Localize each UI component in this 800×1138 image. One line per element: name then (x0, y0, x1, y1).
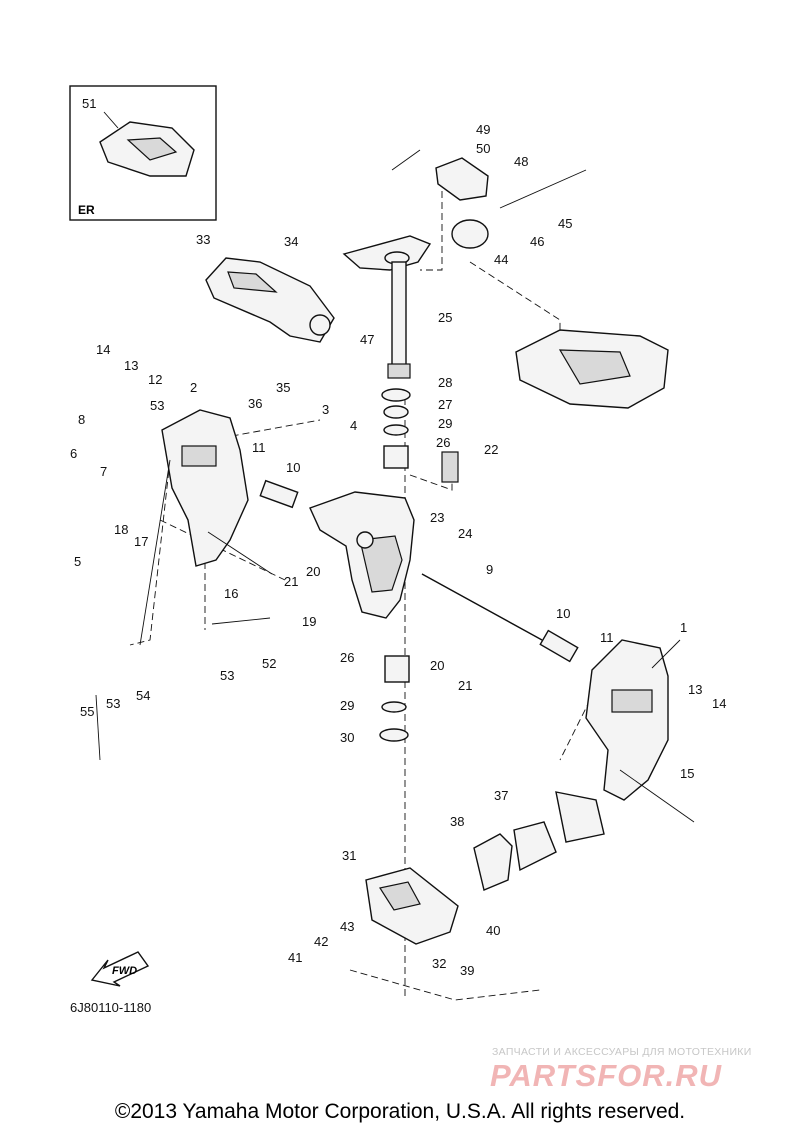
watermark-subtitle: ЗАПЧАСТИ И АКСЕССУАРЫ ДЛЯ МОТОТЕХНИКИ (492, 1046, 752, 1058)
part-number: 24 (458, 526, 472, 541)
parts-diagram: 51 ER (69, 85, 726, 1001)
part-number: 29 (438, 416, 452, 431)
part-number: 11 (252, 440, 266, 455)
part-number: 52 (262, 656, 276, 671)
part-number: 23 (430, 510, 444, 525)
inset-er-box: 51 ER (69, 85, 217, 221)
part-number: 20 (430, 658, 444, 673)
part-number: 28 (438, 375, 452, 390)
steering-bracket-top (342, 157, 489, 271)
part-number: 45 (558, 216, 572, 231)
inset-part-number: 51 (82, 96, 96, 111)
part-number: 14 (712, 696, 726, 711)
center-washers (379, 388, 459, 742)
part-number: 53 (106, 696, 120, 711)
part-number: 40 (486, 923, 500, 938)
lower-mounts (473, 791, 605, 891)
part-number: 49 (476, 122, 490, 137)
part-number: 50 (476, 141, 490, 156)
part-number: 10 (556, 606, 570, 621)
part-number: 54 (136, 688, 150, 703)
part-number: 20 (306, 564, 320, 579)
part-number: 13 (688, 682, 702, 697)
part-number: 53 (220, 668, 234, 683)
part-number: 21 (458, 678, 472, 693)
part-number: 26 (436, 435, 450, 450)
document-code: 6J80110-1180 (70, 1000, 152, 1015)
carrying-handle (205, 257, 335, 343)
swivel-bracket (309, 491, 415, 619)
part-number: 48 (514, 154, 528, 169)
part-number: 12 (148, 372, 162, 387)
fwd-label: FWD (112, 965, 137, 977)
part-number: 36 (248, 396, 262, 411)
part-number: 8 (78, 412, 85, 427)
part-number: 2 (190, 380, 197, 395)
part-number: 43 (340, 919, 354, 934)
part-number: 34 (284, 234, 298, 249)
part-number: 19 (302, 614, 316, 629)
part-number: 46 (530, 234, 544, 249)
part-number: 18 (114, 522, 128, 537)
bushings (259, 479, 579, 663)
part-number: 25 (438, 310, 452, 325)
part-number: 31 (342, 848, 356, 863)
steering-shaft (387, 261, 411, 379)
part-number: 4 (350, 418, 357, 433)
part-number-labels: 1 2 3 4 5 6 7 8 9 10 10 11 11 12 13 13 1… (70, 122, 726, 978)
part-number: 1 (680, 620, 687, 635)
fwd-arrow-icon: FWD (90, 951, 150, 987)
part-number: 9 (486, 562, 493, 577)
part-number: 21 (284, 574, 298, 589)
inset-label: ER (78, 203, 95, 217)
part-number: 38 (450, 814, 464, 829)
part-number: 29 (340, 698, 354, 713)
watermark-logo: PARTSFOR.RU (490, 1058, 723, 1093)
part-number: 11 (600, 630, 614, 645)
upper-mount (451, 219, 489, 249)
part-number: 42 (314, 934, 328, 949)
part-number: 41 (288, 950, 302, 965)
part-number: 17 (134, 534, 148, 549)
clamp-bracket-left (161, 409, 249, 567)
part-number: 30 (340, 730, 354, 745)
cowling-bracket (515, 329, 669, 409)
part-number: 33 (196, 232, 210, 247)
part-number: 53 (150, 398, 164, 413)
part-number: 32 (432, 956, 446, 971)
part-number: 10 (286, 460, 300, 475)
part-number: 14 (96, 342, 110, 357)
part-number: 15 (680, 766, 694, 781)
lower-mount-bracket (365, 867, 459, 945)
part-number: 47 (360, 332, 374, 347)
part-number: 27 (438, 397, 452, 412)
part-number: 37 (494, 788, 508, 803)
pins-bolts (207, 169, 695, 823)
copyright-notice: ©2013 Yamaha Motor Corporation, U.S.A. A… (114, 1100, 686, 1123)
part-number: 26 (340, 650, 354, 665)
part-number: 7 (100, 464, 107, 479)
part-number: 55 (80, 704, 94, 719)
part-number: 5 (74, 554, 81, 569)
part-number: 39 (460, 963, 474, 978)
part-number: 3 (322, 402, 329, 417)
part-number: 13 (124, 358, 138, 373)
part-number: 22 (484, 442, 498, 457)
part-number: 35 (276, 380, 290, 395)
part-number: 16 (224, 586, 238, 601)
clamp-bracket-right (585, 639, 669, 801)
part-number: 44 (494, 252, 508, 267)
tilt-tube (421, 573, 543, 641)
lead-lines (95, 149, 681, 761)
part-number: 6 (70, 446, 77, 461)
